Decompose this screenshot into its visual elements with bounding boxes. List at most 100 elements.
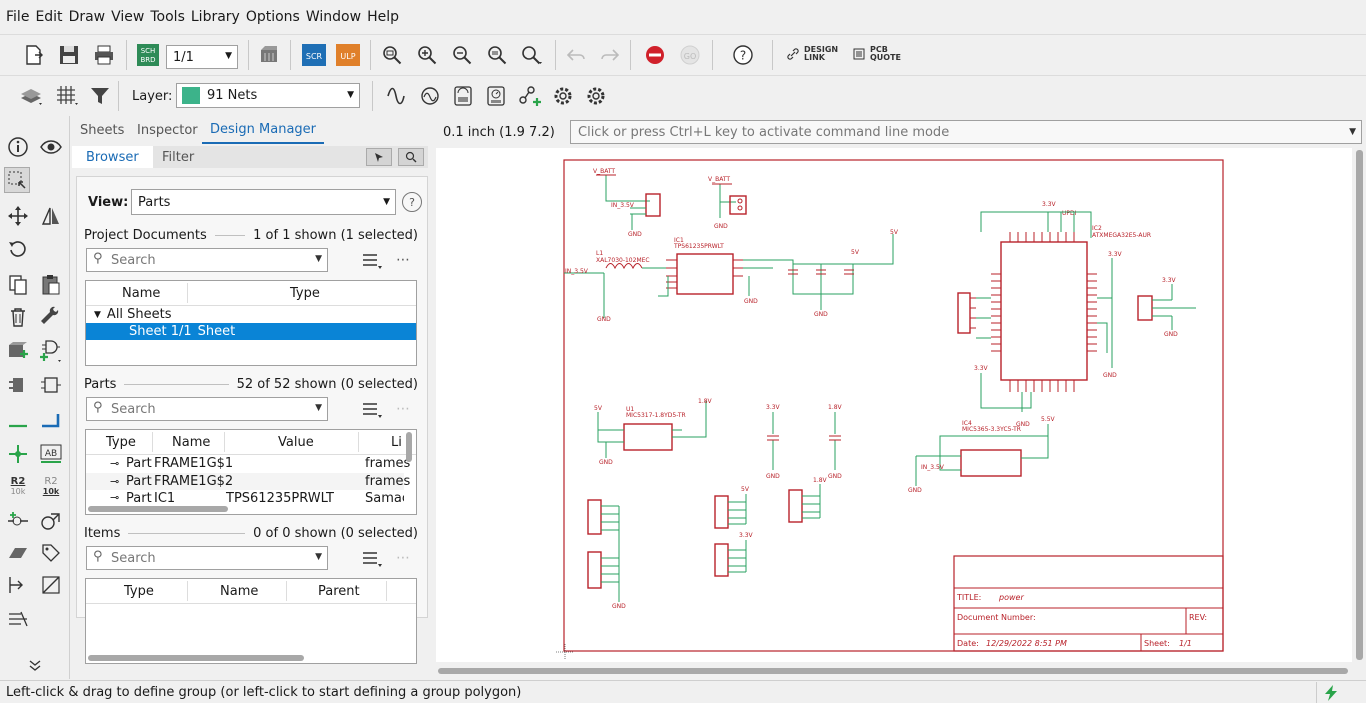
stop-icon[interactable] (641, 41, 669, 69)
canvas-horizontal-scrollbar[interactable] (436, 664, 1352, 678)
subtab-filter[interactable]: Filter (162, 149, 195, 165)
menu-options[interactable]: Options (245, 9, 300, 25)
replace-icon[interactable] (5, 372, 31, 398)
vertical-scroll-thumb[interactable] (1356, 150, 1363, 660)
connector-vbatt-2[interactable]: V_BATT GND (708, 176, 747, 230)
wrench-icon[interactable] (38, 304, 64, 330)
menu-library[interactable]: Library (190, 9, 240, 25)
canvas-vertical-scrollbar[interactable] (1353, 148, 1366, 666)
grid-icon[interactable] (54, 82, 82, 110)
list-options-icon[interactable] (362, 253, 384, 273)
label-tool[interactable]: AB (38, 441, 64, 467)
column-parent[interactable]: Parent (318, 583, 360, 599)
zoom-out-icon[interactable] (448, 41, 476, 69)
horizontal-scroll-thumb[interactable] (438, 668, 1348, 674)
tab-design-manager[interactable]: Design Manager (202, 116, 324, 144)
paste-icon[interactable] (38, 272, 64, 298)
help-icon[interactable]: ? (729, 41, 757, 69)
invoke-icon[interactable] (38, 508, 64, 534)
horizontal-scrollbar[interactable] (88, 655, 304, 661)
schematic-canvas[interactable]: V_BATT IN_3.5V GND V_BATT GND L1 XAL7030… (436, 148, 1352, 662)
design-link-button[interactable]: DESIGN LINK (786, 46, 840, 62)
bus-icon[interactable] (38, 408, 64, 434)
settings-gear-icon[interactable] (549, 82, 577, 110)
value-tool[interactable]: R2 10k (38, 474, 64, 500)
netclass-icon[interactable] (5, 606, 31, 632)
add-gate-icon[interactable] (38, 338, 64, 364)
cam-processor-icon[interactable] (255, 41, 283, 69)
wire-icon[interactable] (5, 408, 31, 434)
gauge-icon[interactable] (483, 82, 511, 110)
column-type[interactable]: Type (124, 583, 154, 599)
ic4-ldo-regulator[interactable]: IC4 MIC5365-3.3YC5-TR 5.5V IN_3.5V GND (908, 416, 1056, 494)
chevron-down-double-icon[interactable] (22, 652, 48, 678)
project-documents-search[interactable]: ⚲ Search ▼ (86, 248, 328, 272)
column-name[interactable]: Name (122, 285, 161, 301)
move-icon[interactable] (5, 203, 31, 229)
vertical-scrollbar[interactable] (406, 432, 412, 462)
info-icon[interactable] (5, 134, 31, 160)
delete-icon[interactable] (5, 304, 31, 330)
junction-icon[interactable] (5, 441, 31, 467)
zoom-in-icon[interactable] (413, 41, 441, 69)
sheet-select[interactable]: 1/1 ▼ (166, 45, 238, 69)
connector-right[interactable]: 3.3V GND (1137, 277, 1196, 338)
view-help-icon[interactable]: ? (402, 192, 422, 212)
decoupling-capacitors[interactable]: 3.3V GND 1.8V GND (766, 404, 843, 480)
ic2-microcontroller[interactable]: 3.3V UPDI IC2 ATXMEGA32E5-AUR 3.3V GND 3… (957, 201, 1151, 428)
rotate-icon[interactable] (5, 236, 31, 262)
ic1-boost-converter[interactable]: L1 XAL7030-102MEC IN_3.5V IC1 TPS61235PR… (564, 237, 794, 323)
u1-ldo-regulator[interactable]: 5V U1 MIC5317-1.8YD5-TR 1.8V GND (594, 398, 713, 466)
menu-tools[interactable]: Tools (150, 9, 185, 25)
tag-icon[interactable] (38, 540, 64, 566)
tree-row-sheet-1[interactable]: Sheet 1/1 Sheet (86, 323, 416, 340)
go-icon[interactable]: GO (676, 41, 704, 69)
probe-icon[interactable] (417, 82, 445, 110)
mirror-icon[interactable] (38, 203, 64, 229)
copy-icon[interactable] (5, 272, 31, 298)
simulation-icon[interactable] (384, 82, 412, 110)
zoom-redraw-icon[interactable] (483, 41, 511, 69)
connector-vbatt-1[interactable]: V_BATT IN_3.5V GND (593, 168, 661, 238)
menu-draw[interactable]: Draw (68, 9, 106, 25)
connector-middle-2[interactable]: 3.3V (714, 532, 754, 577)
group-select-icon[interactable] (4, 167, 30, 193)
column-name[interactable]: Name (220, 583, 259, 599)
menu-window[interactable]: Window (305, 9, 362, 25)
horizontal-scrollbar[interactable] (88, 506, 228, 512)
column-type[interactable]: Type (106, 434, 136, 450)
save-icon[interactable] (55, 41, 83, 69)
view-select[interactable]: Parts ▼ (131, 189, 396, 215)
add-part-icon[interactable] (5, 338, 31, 364)
tab-inspector[interactable]: Inspector (137, 122, 198, 138)
layer-select[interactable]: 91 Nets ▼ (176, 83, 360, 108)
layer-settings-icon[interactable] (18, 82, 46, 110)
menu-file[interactable]: File (6, 9, 30, 25)
ulp-button[interactable]: ULP (334, 41, 362, 69)
list-options-icon[interactable] (362, 551, 384, 571)
zoom-fit-icon[interactable] (378, 41, 406, 69)
add-net-icon[interactable] (516, 82, 544, 110)
script-button[interactable]: SCR (300, 41, 328, 69)
settings-gear-2-icon[interactable] (582, 82, 610, 110)
show-eye-icon[interactable] (38, 134, 64, 160)
items-search[interactable]: ⚲ Search ▼ (86, 546, 328, 570)
zoom-select-icon[interactable] (518, 41, 546, 69)
table-row[interactable]: ⊸ Part FRAME1G$1 frames (86, 455, 410, 472)
column-name[interactable]: Name (172, 434, 211, 450)
zoom-to-icon[interactable] (398, 148, 424, 166)
menu-edit[interactable]: Edit (35, 9, 63, 25)
connector-left-2[interactable]: GND (587, 551, 626, 610)
column-type[interactable]: Type (290, 285, 320, 301)
select-mode-icon[interactable] (366, 148, 392, 166)
pcb-quote-button[interactable]: PCB QUOTE (852, 46, 901, 62)
line-icon[interactable] (38, 572, 64, 598)
connector-left-1[interactable] (587, 499, 620, 582)
column-value[interactable]: Value (278, 434, 314, 450)
filter-icon[interactable] (86, 82, 114, 110)
menu-view[interactable]: View (111, 9, 145, 25)
tree-row-all-sheets[interactable]: ▼ All Sheets (86, 306, 416, 323)
meter-icon[interactable] (450, 82, 478, 110)
table-row[interactable]: ⊸ Part IC1 TPS61235PRWLT Samac (86, 491, 404, 503)
undo-icon[interactable] (562, 41, 590, 69)
